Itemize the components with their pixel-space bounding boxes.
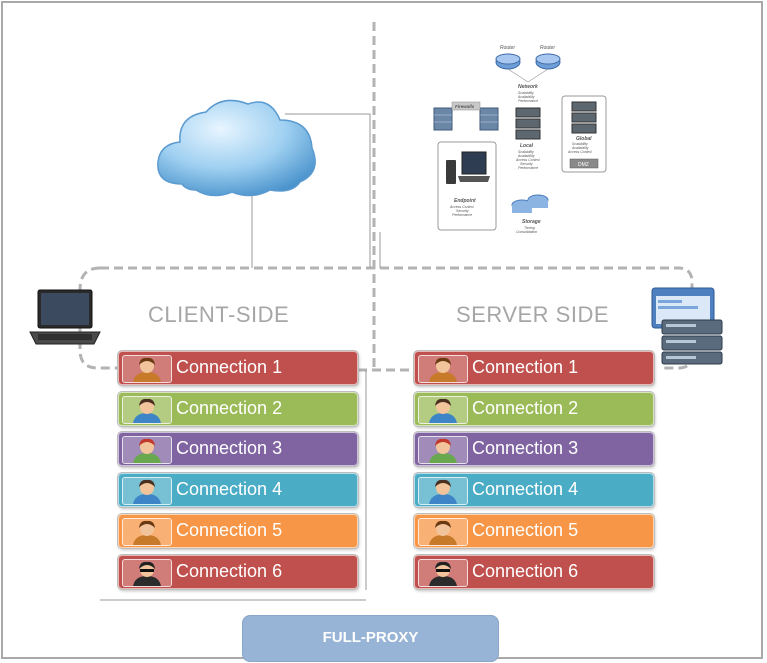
server-stack-icon <box>651 287 723 365</box>
cloud-to-network-line <box>285 113 371 268</box>
connection-label: Connection 4 <box>176 479 283 500</box>
connection-label: Connection 2 <box>176 397 283 418</box>
global-server-icon <box>571 101 597 134</box>
storage-line-2: Consolidation <box>516 230 537 234</box>
connection-label: Connection 1 <box>176 357 283 377</box>
client-connection-5: Connection 5 <box>118 513 358 548</box>
storage-icon <box>511 194 549 213</box>
client-connection-6: Connection 6 <box>118 554 358 589</box>
local-line-1: Scalability <box>518 150 534 154</box>
connection-label: Connection 3 <box>472 438 579 459</box>
local-line-4: Security <box>520 162 533 166</box>
woman-avatar-icon <box>122 355 172 383</box>
woman-avatar-icon <box>418 517 468 546</box>
firewall-icon <box>433 107 499 131</box>
connection-label: Connection 4 <box>472 479 579 500</box>
connection-label: Connection 3 <box>176 438 283 459</box>
client-connection-1: Connection 1 <box>118 351 358 385</box>
endpoint-device-icon <box>446 151 490 184</box>
local-line-3: Access Control <box>515 158 540 162</box>
global-line-1: Scalability <box>572 142 588 146</box>
cloud-icon <box>157 99 316 197</box>
endpoint-line-3: Performance <box>452 213 472 217</box>
local-title: Local <box>520 143 534 149</box>
connection-label: Connection 6 <box>472 560 579 581</box>
network-line-3: Performance <box>518 99 538 103</box>
connection-label: Connection 6 <box>176 560 283 581</box>
local-line-5: Performance <box>518 166 538 170</box>
man-avatar-icon <box>122 477 172 506</box>
server-connection-3: Connection 3 <box>414 432 654 467</box>
network-line-2: Availability <box>517 95 535 99</box>
endpoint-title: Endpoint <box>454 198 476 204</box>
woman-avatar-icon <box>418 355 468 383</box>
connection-label: Connection 5 <box>472 519 579 540</box>
router-label-2: Router <box>540 45 555 51</box>
server-side-label: SERVER SIDE <box>456 302 610 327</box>
man-avatar-icon <box>418 477 468 506</box>
man-avatar-icon <box>122 395 172 424</box>
laptop-icon <box>29 289 101 345</box>
global-title: Global <box>576 136 592 142</box>
endpoint-line-1: Access Control <box>449 205 474 209</box>
connection-label: Connection 2 <box>472 397 579 418</box>
redhead-avatar-icon <box>418 436 468 465</box>
router-icon <box>535 53 561 70</box>
storage-line-1: Tiering <box>524 226 535 230</box>
client-connection-2: Connection 2 <box>118 391 358 426</box>
storage-title: Storage <box>522 219 541 225</box>
redhead-avatar-icon <box>122 436 172 465</box>
network-line-1: Scalability <box>518 91 534 95</box>
server-connection-1: Connection 1 <box>414 351 654 385</box>
client-connection-3: Connection 3 <box>118 432 358 467</box>
full-proxy-label: FULL-PROXY <box>322 629 419 646</box>
full-proxy-bar: FULL-PROXY <box>242 615 499 662</box>
local-line-2: Availability <box>517 154 535 158</box>
router-icon <box>495 53 521 70</box>
firewalls-label: Firewalls <box>455 104 475 109</box>
woman-avatar-icon <box>122 517 172 546</box>
network-title: Network <box>518 84 538 90</box>
proxy-enclosure-left <box>78 266 118 370</box>
router-label-1: Router <box>500 45 515 51</box>
agent-avatar-icon <box>122 558 172 587</box>
man-avatar-icon <box>418 395 468 424</box>
local-server-icon <box>515 107 541 140</box>
endpoint-line-2: Security <box>456 209 469 213</box>
agent-avatar-icon <box>418 558 468 587</box>
global-line-2: Availability <box>571 146 589 150</box>
connection-label: Connection 5 <box>176 519 283 540</box>
dmz-label: DMZ <box>578 162 589 168</box>
server-connection-6: Connection 6 <box>414 554 654 589</box>
global-line-3: Access Control <box>567 150 592 154</box>
network-diagram: Router Router Network Scalability Availa… <box>433 45 607 234</box>
connection-label: Connection 1 <box>472 357 579 377</box>
server-connection-4: Connection 4 <box>414 473 654 508</box>
server-connection-2: Connection 2 <box>414 391 654 426</box>
client-side-label: CLIENT-SIDE <box>148 302 290 327</box>
server-connection-5: Connection 5 <box>414 513 654 548</box>
client-connection-4: Connection 4 <box>118 473 358 508</box>
